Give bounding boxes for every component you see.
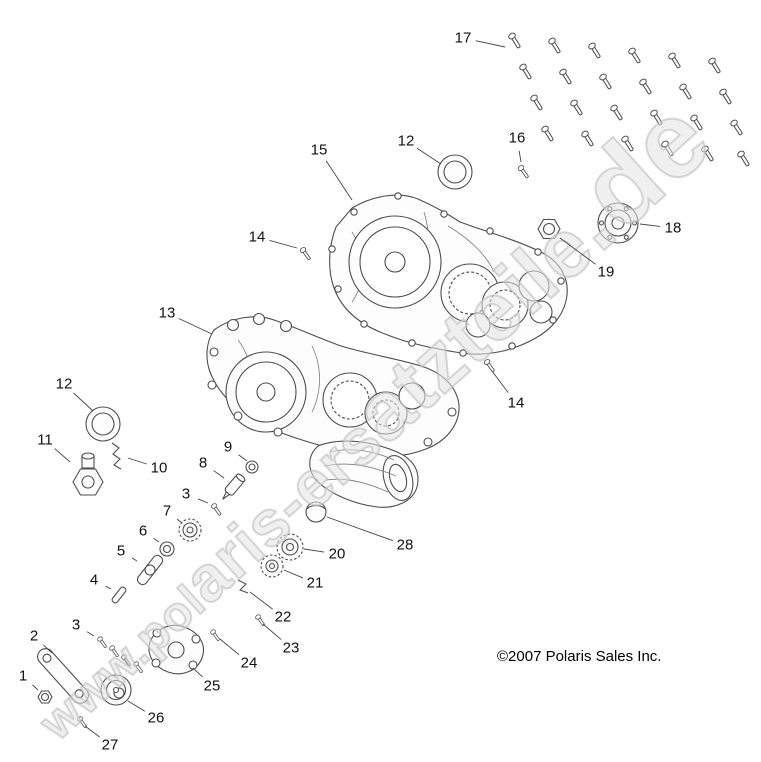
callout-15: 15 (311, 142, 328, 159)
shaft-5 (136, 554, 164, 586)
callout-1: 1 (19, 668, 27, 685)
callout-25: 25 (204, 678, 221, 695)
clip-22 (237, 579, 249, 594)
callout-12: 12 (398, 133, 415, 150)
leader-line-5 (131, 557, 138, 562)
rotor-26 (100, 674, 132, 706)
outer-crankcase-half (328, 192, 568, 357)
seal-upper (437, 154, 473, 190)
callout-22: 22 (275, 609, 292, 626)
loose-parts (37, 154, 639, 730)
callout-7: 7 (163, 503, 171, 520)
washer-6 (159, 541, 175, 557)
leader-line-10 (127, 457, 147, 465)
hex-plug-19 (537, 218, 561, 240)
leader-line-2 (43, 644, 53, 654)
leader-line-12 (416, 147, 442, 165)
callout-3: 3 (72, 617, 80, 634)
callout-9: 9 (224, 439, 232, 456)
leader-line-11 (54, 448, 71, 463)
copyright-notice: ©2007 Polaris Sales Inc. (497, 648, 662, 665)
leader-line-25 (192, 667, 203, 678)
leader-line-22 (249, 591, 273, 610)
callout-3: 3 (182, 486, 190, 503)
leader-line-23 (262, 623, 282, 640)
leader-line-3 (86, 631, 95, 637)
callout-19: 19 (598, 264, 615, 281)
leader-line-16 (518, 150, 522, 163)
callout-20: 20 (329, 546, 346, 563)
gear-7 (178, 518, 202, 542)
spring-10 (111, 442, 122, 470)
callout-13: 13 (159, 305, 176, 322)
callout-11: 11 (37, 432, 53, 449)
callout-16: 16 (509, 130, 526, 147)
callout-6: 6 (139, 523, 147, 540)
plug-28 (305, 501, 327, 523)
callout-14: 14 (249, 229, 266, 246)
bracket-2 (37, 648, 89, 704)
bolt-16 (516, 164, 531, 180)
leader-line-15 (325, 160, 353, 201)
output-housing (309, 440, 419, 508)
callout-27: 27 (102, 737, 119, 754)
leader-line-8 (213, 470, 225, 479)
callout-12: 12 (56, 376, 73, 393)
leader-line-1 (32, 684, 39, 691)
leader-line-17 (475, 40, 506, 48)
leader-line-24 (219, 638, 240, 656)
gear-20 (276, 533, 304, 561)
callout-17: 17 (455, 30, 472, 47)
bolt-24 (209, 628, 222, 643)
nut-1 (37, 690, 53, 704)
leader-line-21 (283, 569, 304, 579)
seal-left (85, 406, 121, 442)
leader-line-14 (491, 370, 509, 393)
callout-23: 23 (283, 640, 300, 657)
oring-9 (245, 460, 259, 474)
leader-line-9 (238, 454, 248, 462)
callout-24: 24 (241, 655, 258, 672)
leader-line-3 (197, 498, 209, 504)
callout-21: 21 (307, 575, 324, 592)
callout-8: 8 (199, 455, 207, 472)
pump-cover-25 (148, 624, 204, 675)
leader-line-19 (559, 237, 596, 265)
callout-18: 18 (665, 220, 682, 237)
callout-10: 10 (151, 460, 168, 477)
oil-fitting-11 (72, 452, 104, 496)
watermark-seg: aris-ers (170, 403, 396, 617)
bolt-14-upper (298, 246, 313, 262)
leader-line-7 (176, 518, 183, 524)
leader-line-12 (73, 392, 94, 412)
nozzle-8 (222, 473, 246, 500)
leader-line-6 (153, 537, 160, 543)
callout-5: 5 (117, 543, 125, 560)
leader-line-20 (303, 548, 325, 553)
inner-crankcase-half (206, 312, 460, 458)
callout-26: 26 (148, 710, 165, 727)
leader-line-26 (127, 700, 146, 712)
callout-28: 28 (397, 537, 414, 554)
leader-line-14 (269, 240, 298, 249)
callout-4: 4 (90, 572, 98, 589)
callout-2: 2 (30, 628, 38, 645)
leader-line-13 (178, 318, 213, 335)
leader-line-28 (326, 516, 393, 542)
leader-line-18 (639, 223, 661, 227)
bearing-18 (597, 202, 639, 244)
callout-14: 14 (508, 395, 525, 412)
pin-4 (111, 586, 127, 604)
bolt-3-upper (210, 502, 223, 517)
leader-line-4 (105, 585, 112, 590)
gear-21 (260, 554, 284, 578)
leader-line-27 (84, 725, 100, 738)
